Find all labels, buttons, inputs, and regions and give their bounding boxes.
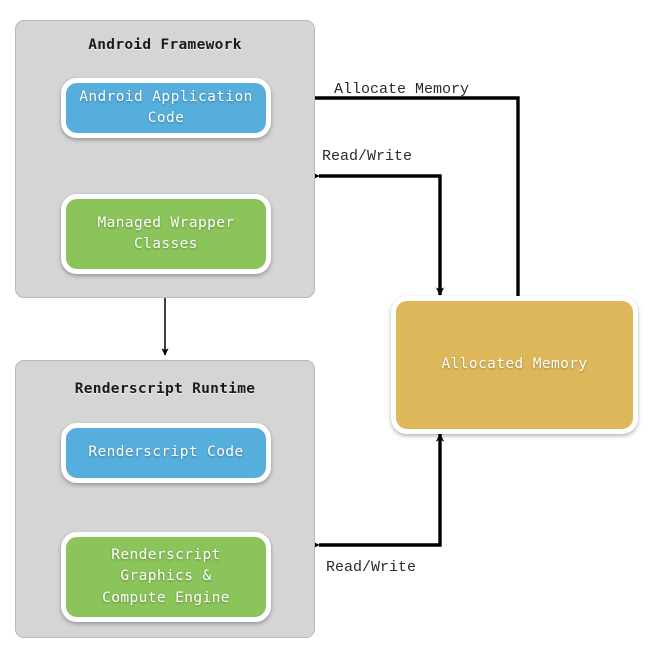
node-label-allocated-memory: Allocated Memory [441,356,588,373]
node-renderscript-graphics-compute-engine[interactable]: Renderscript Graphics & Compute Engine [61,532,271,622]
edge-allocate-memory [314,96,520,296]
node-renderscript-code[interactable]: Renderscript Code [61,423,271,483]
panel-renderscript-runtime: Renderscript Runtime Renderscript Code R… [15,360,315,638]
node-android-application-code[interactable]: Android Application Code [61,78,271,138]
panel-title-renderscript-runtime: Renderscript Runtime [74,381,256,397]
panel-android-framework: Android Framework Android Application Co… [15,20,315,298]
edge-label-read-write-bottom: Read/Write [326,559,417,576]
edge-label-read-write-top: Read/Write [322,148,413,165]
edge-read-write-bottom [311,433,445,550]
edge-label-allocate-memory: Allocate Memory [334,81,470,98]
node-label-renderscript-graphics-compute-engine: Renderscript Graphics & Compute Engine [102,547,230,606]
node-label-managed-wrapper-classes: Managed Wrapper Classes [97,214,235,252]
node-label-android-application-code: Android Application Code [79,88,253,126]
edge-read-write-top [311,171,445,296]
node-managed-wrapper-classes[interactable]: Managed Wrapper Classes [61,194,271,274]
node-allocated-memory[interactable]: Allocated Memory [391,296,638,434]
node-label-renderscript-code: Renderscript Code [88,444,244,461]
panel-title-android-framework: Android Framework [88,37,242,53]
